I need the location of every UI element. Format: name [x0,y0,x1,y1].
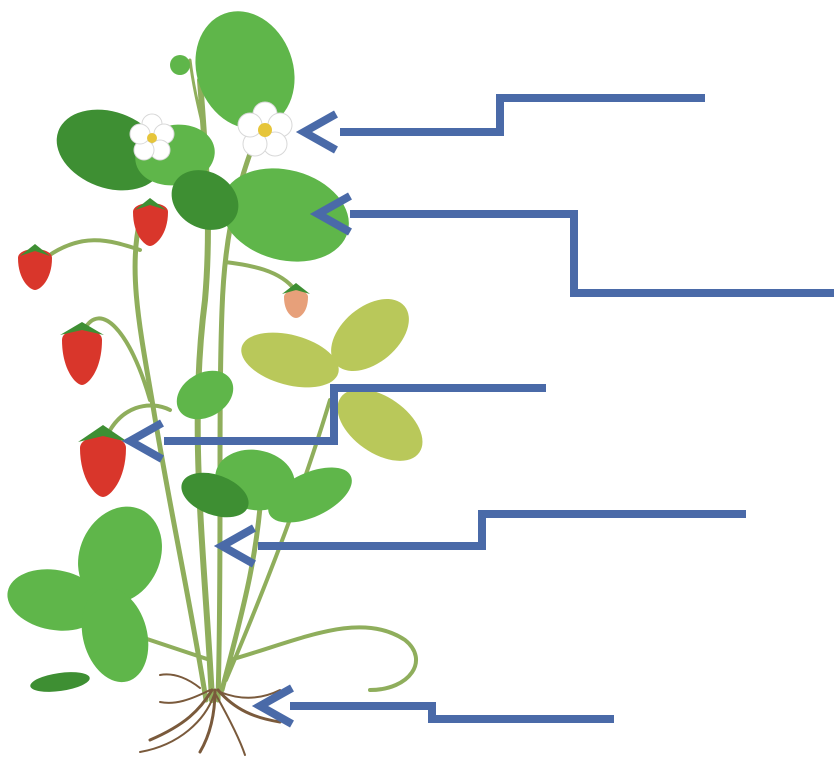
berry-small [282,283,310,318]
pointer-root [260,688,614,724]
pointer-leaf [318,196,834,293]
berry-lower [78,425,128,497]
pointer-stem [222,514,746,564]
pointer-flower [304,98,705,150]
plant-illustration [3,0,436,755]
berry-left-top [18,244,52,290]
berry-left-middle [60,322,104,385]
